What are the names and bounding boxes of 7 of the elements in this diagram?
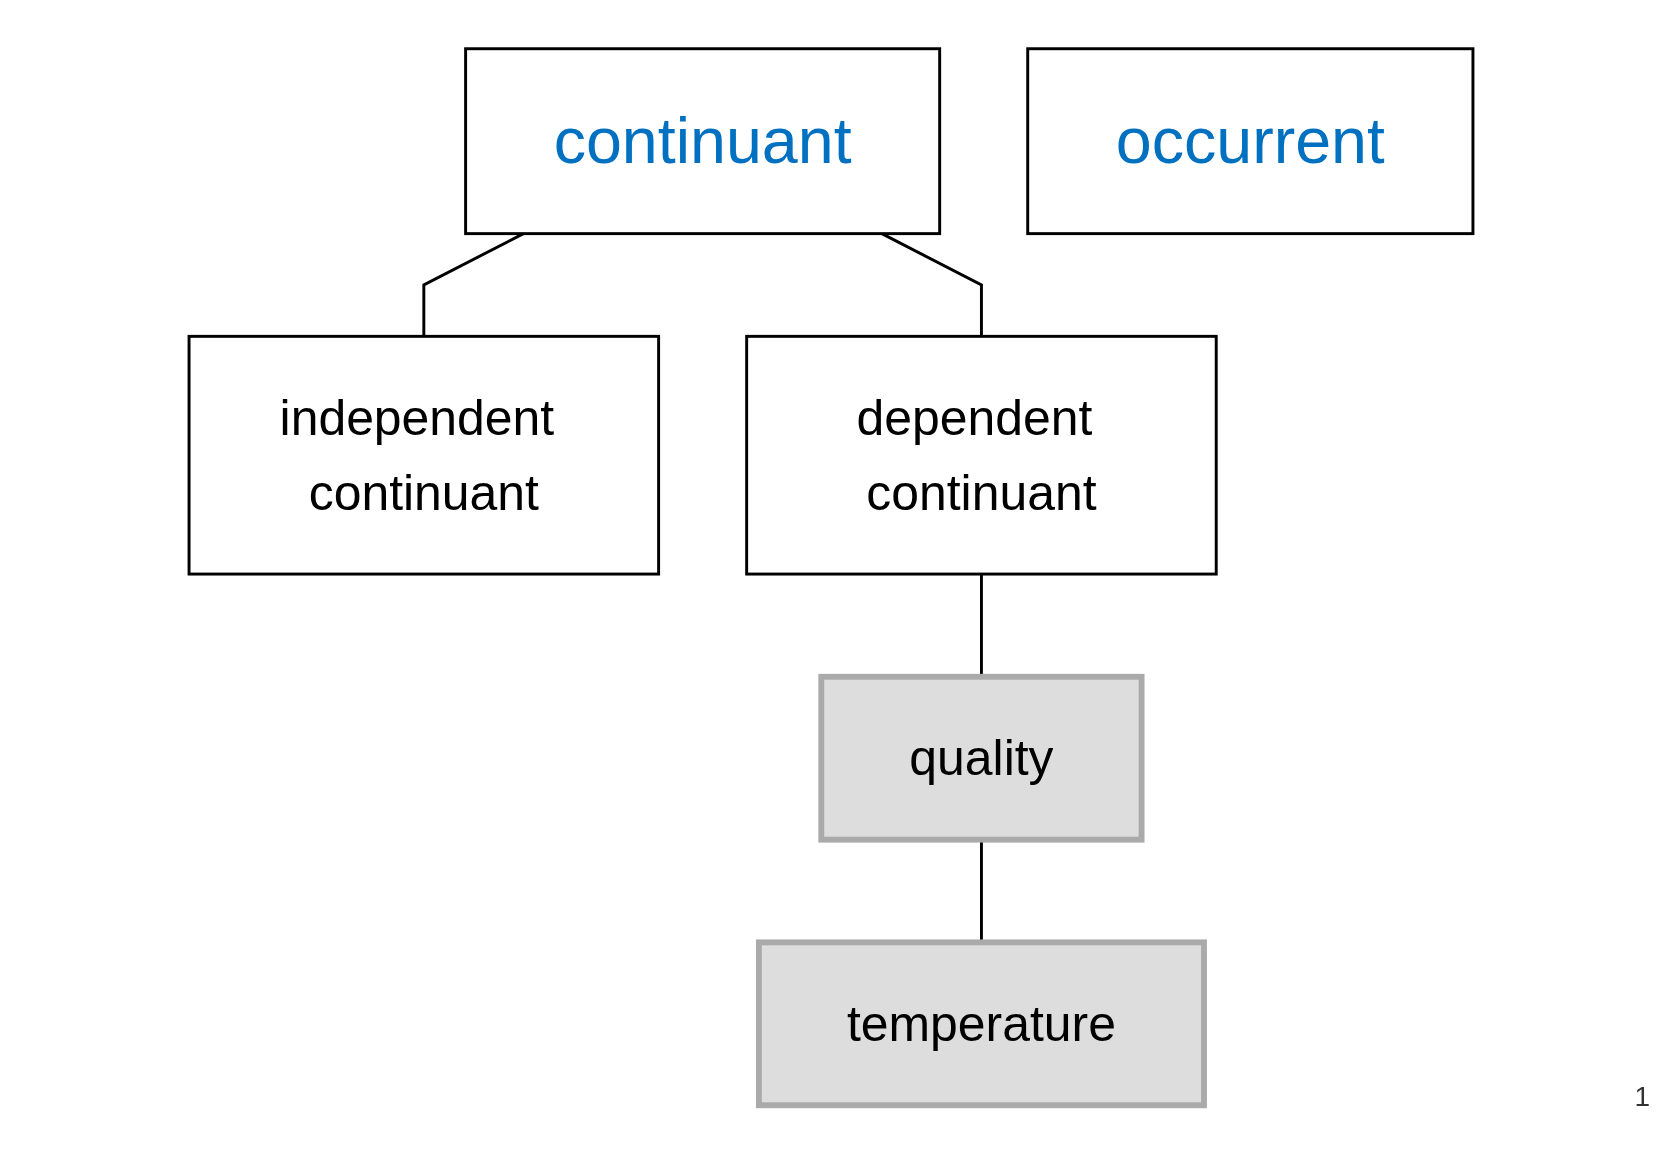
node-box: temperature	[755, 938, 1207, 1108]
node-box: continuant	[464, 46, 942, 235]
node-box: independent continuant	[187, 334, 661, 576]
node-box: dependent continuant	[745, 334, 1218, 576]
node-box: quality	[818, 673, 1145, 843]
node-box: occurrent	[1026, 46, 1475, 235]
page-number: 1	[1634, 1081, 1650, 1112]
